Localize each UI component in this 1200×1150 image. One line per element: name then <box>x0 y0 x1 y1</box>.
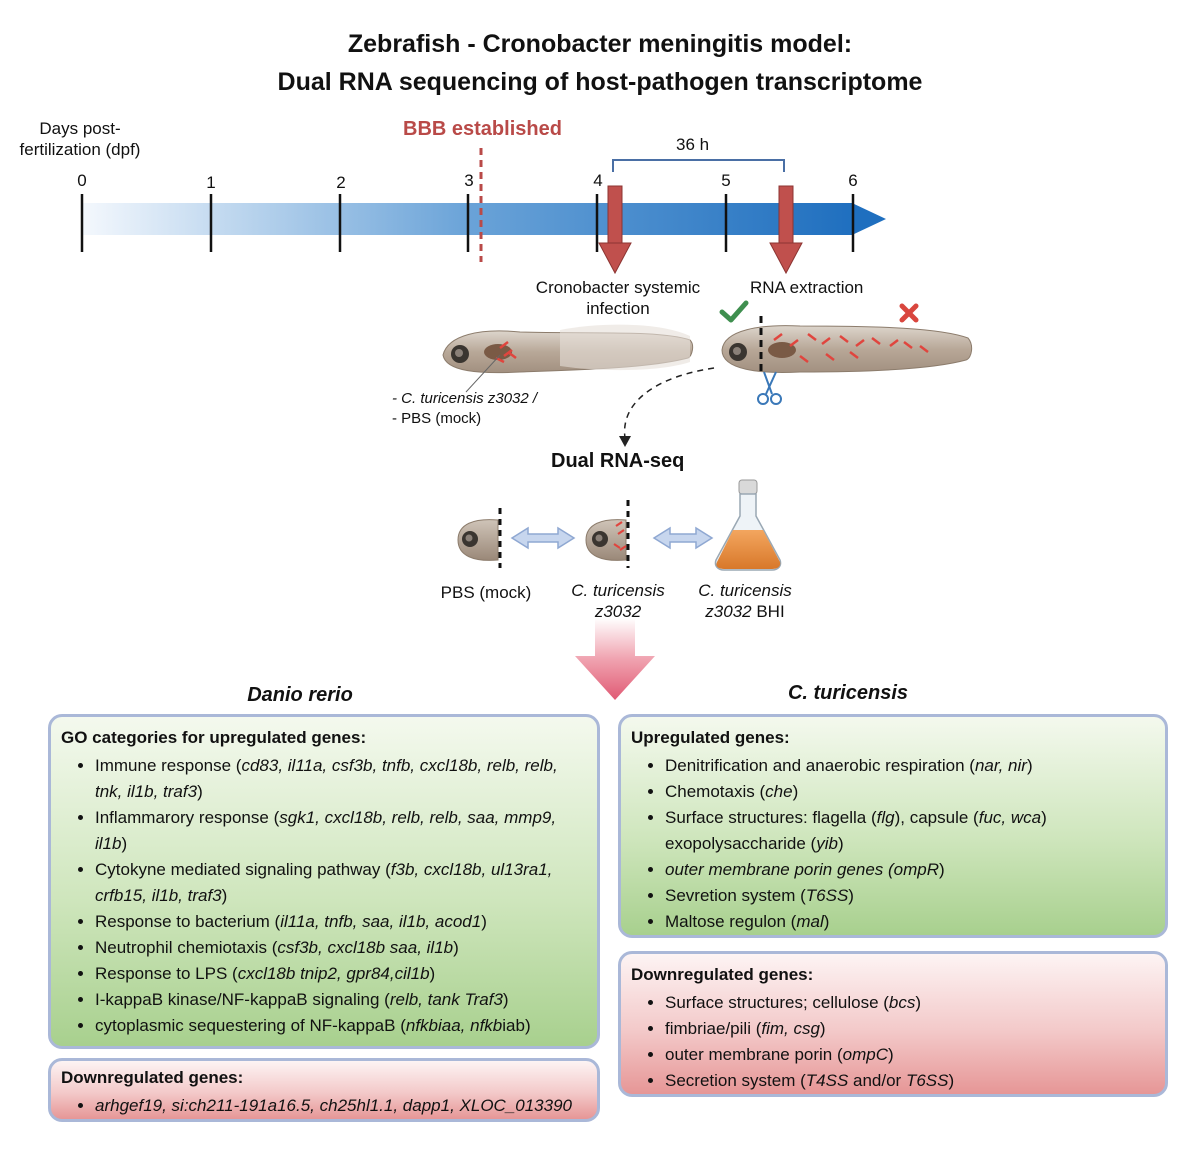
list-item: Sevretion system (T6SS) <box>665 883 1153 909</box>
sample-infected-line-2: z3032 <box>594 602 642 622</box>
axis-label: Days post- fertilization (dpf) <box>5 118 155 161</box>
sample-infected-line-1: C. turicensis <box>571 581 665 600</box>
timeline-arrowhead <box>852 203 886 235</box>
turicensis-down-title: Downregulated genes: <box>631 965 814 984</box>
interval-label: 36 h <box>676 135 710 154</box>
sample-culture-strain: z3032 <box>705 602 752 622</box>
list-item: Cytokyne mediated signaling pathway (f3b… <box>95 857 585 909</box>
danio-down-title: Downregulated genes: <box>61 1068 244 1087</box>
list-item: I-kappaB kinase/NF-kappaB signaling (rel… <box>95 987 585 1013</box>
sample-culture-line-2: z3032 BHI <box>685 601 805 622</box>
title-line-2: Dual RNA sequencing of host-pathogen tra… <box>277 68 923 96</box>
list-item: Maltose regulon (mal) <box>665 909 1153 935</box>
infection-label-line-2: infection <box>586 299 650 319</box>
turicensis-down-list: Surface structures; cellulose (bcs) fimb… <box>631 990 1153 1094</box>
danio-up-list: Immune response (cd83, il11a, csf3b, tnf… <box>61 753 585 1039</box>
inoculum-line-1: - C. turicensis z3032 / <box>392 390 538 407</box>
inoculum-label: - C. turicensis z3032 / - PBS (mock) <box>392 389 537 428</box>
tick-label-4: 4 <box>593 171 603 190</box>
larva-dissected-illustration <box>721 316 973 373</box>
tick-label-0: 0 <box>77 171 87 190</box>
sample-mock-label: PBS (mock) <box>440 583 532 602</box>
list-item: arhgef19, si:ch211-191a16.5, ch25hl1.1, … <box>95 1093 585 1119</box>
double-arrow-icon-1 <box>510 526 576 550</box>
mock-head-icon <box>457 508 502 568</box>
inoculum-line-2: - PBS (mock) <box>392 409 482 427</box>
cross-icon <box>899 303 919 323</box>
turicensis-downregulated-box: Downregulated genes: Surface structures;… <box>618 951 1168 1097</box>
tick-label-3: 3 <box>464 171 474 190</box>
list-item: outer membrane porin (ompC) <box>665 1042 1153 1068</box>
timeline-ticks <box>80 194 855 252</box>
list-item: Inflammarory response (sgk1, cxcl18b, re… <box>95 805 585 857</box>
danio-downregulated-box: Downregulated genes: arhgef19, si:ch211-… <box>48 1058 600 1122</box>
bbb-label: BBB established <box>403 118 562 140</box>
sample-culture-line-1: C. turicensis <box>698 581 792 600</box>
results-arrow <box>575 618 655 700</box>
danio-down-list: arhgef19, si:ch211-191a16.5, ch25hl1.1, … <box>61 1093 585 1119</box>
list-item: Response to LPS (cxcl18b tnip2, gpr84,ci… <box>95 961 585 987</box>
larva-infected-illustration <box>442 324 694 393</box>
infected-head-icon <box>585 500 630 568</box>
double-arrow-icon-2 <box>652 526 714 550</box>
scissors-icon <box>757 371 782 405</box>
check-icon <box>719 300 749 323</box>
list-item: Surface structures: flagella (flg), caps… <box>665 805 1153 857</box>
infection-arrow <box>598 185 632 275</box>
list-item: Denitrification and anaerobic respiratio… <box>665 753 1153 779</box>
flask-icon <box>714 479 782 571</box>
tick-label-1: 1 <box>206 173 216 192</box>
list-item: Secretion system (T4SS and/or T6SS) <box>665 1068 1153 1094</box>
infection-label-line-1: Cronobacter systemic <box>535 278 701 297</box>
infection-label: Cronobacter systemic infection <box>518 277 718 320</box>
tick-label-6: 6 <box>848 171 858 190</box>
rna-extraction-label: RNA extraction <box>750 278 864 297</box>
list-item: outer membrane porin genes (ompR) <box>665 857 1153 883</box>
turicensis-up-title: Upregulated genes: <box>631 728 790 747</box>
list-item: fimbriae/pili (fim, csg) <box>665 1016 1153 1042</box>
list-item: Chemotaxis (che) <box>665 779 1153 805</box>
list-item: Surface structures; cellulose (bcs) <box>665 990 1153 1016</box>
samples-diagram <box>457 479 782 571</box>
tick-label-2: 2 <box>336 173 346 192</box>
axis-label-line-2: fertilization (dpf) <box>19 140 141 160</box>
sampling-curve-arrow <box>623 367 715 439</box>
turicensis-up-list: Denitrification and anaerobic respiratio… <box>631 753 1153 935</box>
tick-label-5: 5 <box>721 171 731 190</box>
title-line-1: Zebrafish - Cronobacter meningitis model… <box>347 30 853 58</box>
axis-label-line-1: Days post- <box>39 119 121 138</box>
list-item: Immune response (cd83, il11a, csf3b, tnf… <box>95 753 585 805</box>
danio-heading: Danio rerio <box>247 684 353 706</box>
danio-upregulated-box: GO categories for upregulated genes: Imm… <box>48 714 600 1049</box>
timeline-diagram <box>80 148 973 447</box>
sample-culture-medium: BHI <box>751 602 785 622</box>
list-item: Neutrophil chemiotaxis (csf3b, cxcl18b s… <box>95 935 585 961</box>
danio-up-title: GO categories for upregulated genes: <box>61 728 367 747</box>
sample-culture-label: C. turicensis z3032 BHI <box>685 580 805 623</box>
rna-extraction-arrow <box>769 185 803 275</box>
sample-infected-label: C. turicensis z3032 <box>558 580 678 623</box>
turicensis-heading: C. turicensis <box>787 682 909 704</box>
interval-bracket <box>612 159 785 172</box>
dual-rnaseq-title: Dual RNA-seq <box>551 450 685 472</box>
turicensis-upregulated-box: Upregulated genes: Denitrification and a… <box>618 714 1168 938</box>
list-item: Response to bacterium (il11a, tnfb, saa,… <box>95 909 585 935</box>
list-item: cytoplasmic sequestering of NF-kappaB (n… <box>95 1013 585 1039</box>
